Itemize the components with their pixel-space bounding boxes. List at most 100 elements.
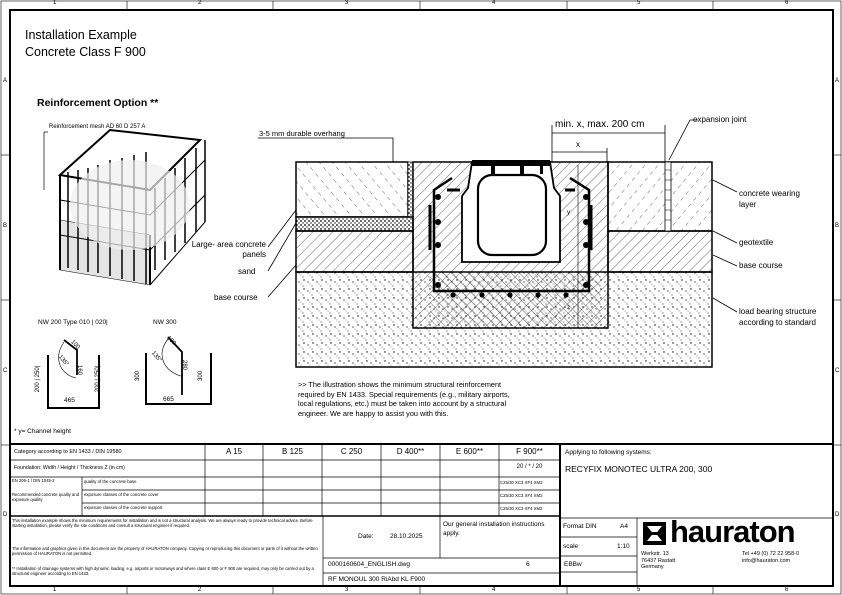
- col-label: 4: [492, 0, 496, 6]
- nw300-left: 300: [135, 370, 142, 382]
- row-label: A: [3, 78, 8, 84]
- row-label-cover: exposure classes of the concrete cover: [84, 492, 159, 497]
- col-label: 5: [637, 0, 641, 6]
- row-label: D: [835, 512, 840, 518]
- row-value-base-f900: C25/30 XC3 XF4 XM2: [500, 480, 543, 485]
- class-b125: B 125: [282, 447, 303, 456]
- category-header-label: Category according to EN 1433 / DIN 1958…: [14, 449, 122, 455]
- nw300-inner: 280: [181, 359, 188, 371]
- applicable-systems: RECYFIX MONOTEC ULTRA 200, 300: [565, 464, 713, 474]
- row-label: C: [3, 368, 8, 374]
- cross-section: [258, 119, 738, 368]
- class-e600: E 600**: [455, 447, 484, 456]
- disclaimer-2: The information and graphics given in th…: [12, 546, 318, 556]
- date-label: Date:: [358, 533, 374, 540]
- nw200-left: 200 | 250|: [35, 365, 42, 393]
- col-label: 1: [53, 0, 57, 6]
- class-d400: D 400**: [396, 447, 425, 456]
- row-label-support: exposure classes of the concrete support: [84, 505, 163, 510]
- scale-label: scale: [563, 543, 579, 550]
- drawing-code: RF MONOUL 300 RiAbd KL F900: [328, 576, 426, 583]
- row-label: B: [835, 223, 840, 229]
- structural-note: >> The illustration shows the minimum st…: [298, 380, 510, 418]
- nw200-inner: 160: [76, 364, 83, 376]
- nw200-right: 200 | 250|: [95, 365, 102, 393]
- row-value-cover-f900: C25/30 XC3 XF4 XM2: [500, 493, 543, 498]
- bar-shape-nw300: [145, 336, 212, 405]
- label-expansion-joint: expansion joint: [693, 115, 747, 124]
- format-value: A4: [620, 523, 628, 530]
- nw200-title: NW 200 Type 010 | 020|: [38, 319, 108, 326]
- nw300-right: 300: [198, 370, 205, 382]
- overhang-label: 3-5 mm durable overhang: [259, 129, 345, 138]
- format-label: Format DIN: [563, 523, 597, 530]
- foundation-label: Foundation: Width / Height / Thickness Z…: [14, 465, 125, 471]
- label-concrete-wearing-layer: concrete wearing layer: [739, 189, 800, 209]
- scale-value: 1:10: [617, 543, 630, 550]
- address-country: Germany: [641, 564, 664, 570]
- bar-shape-nw200: [47, 339, 100, 409]
- col-label: 1: [53, 587, 57, 593]
- dimension-outer: min. x, max. 200 cm: [555, 119, 645, 130]
- label-concrete-panels: Large- area concrete panels: [191, 240, 266, 259]
- row-value-support-f900: C25/30 XC3 XF4 XM2: [500, 506, 543, 511]
- row-label: A: [835, 78, 840, 84]
- hauraton-logo-icon: [643, 522, 666, 545]
- dimension-z: z: [567, 305, 570, 311]
- applying-label: Applying to following systems:: [565, 449, 652, 456]
- label-geotextile: geotextile: [739, 238, 774, 247]
- channel-height-footnote: * y= Channel height: [14, 428, 71, 435]
- nw300-bottom: 665: [163, 396, 174, 403]
- col-label: 2: [198, 0, 202, 6]
- phone: Tel +49 (0) 72 22 958-0: [742, 551, 800, 557]
- company-address: Werkstr. 13 76437 Rastatt Germany: [641, 551, 675, 571]
- row-label-base: quality of the concrete base: [84, 479, 137, 484]
- standard-label: EN 206-1 / DIN 1045-2: [12, 478, 55, 483]
- nw200-bottom: 465: [64, 397, 75, 404]
- class-c250: C 250: [340, 447, 363, 456]
- col-label: 6: [785, 0, 789, 6]
- title-line-1: Installation Example: [25, 28, 137, 42]
- date-value: 28.10.2025: [390, 533, 423, 540]
- label-base-course-left: base course: [214, 293, 258, 302]
- dimension-inner: x: [576, 140, 580, 149]
- company-logo-text: hauraton: [670, 514, 796, 549]
- row-label: D: [3, 512, 8, 518]
- reinforcement-cage-illustration: [43, 128, 206, 286]
- disclaimer-3: ** Installation of drainage systems with…: [12, 566, 314, 576]
- title-line-2: Concrete Class F 900: [25, 45, 146, 59]
- foundation-f900: 20 / * / 20: [516, 464, 543, 470]
- author: EBBw: [564, 561, 582, 568]
- email: info@hauraton.com: [742, 557, 791, 564]
- label-base-course-right: base course: [739, 261, 783, 270]
- col-label: 4: [492, 587, 496, 593]
- page-title: Installation Example Concrete Class F 90…: [25, 27, 146, 61]
- reinforcement-heading: Reinforcement Option **: [37, 97, 159, 109]
- mesh-label: Reinforcement mesh AD 60 D 257 A: [49, 124, 146, 130]
- drainage-channel: [461, 160, 561, 263]
- dimension-y: y: [567, 210, 570, 216]
- row-label: B: [3, 223, 8, 229]
- col-label: 2: [198, 587, 202, 593]
- col-label: 3: [345, 0, 349, 6]
- nw300-title: NW 300: [153, 319, 177, 326]
- company-contact: Tel +49 (0) 72 22 958-0 info@hauraton.co…: [742, 551, 799, 564]
- address-street: Werkstr. 13: [641, 551, 669, 557]
- class-a15: A 15: [225, 447, 242, 456]
- col-label: 5: [637, 587, 641, 593]
- concrete-group-label: Recommended concrete quality and exposur…: [12, 492, 80, 502]
- address-city: 76437 Rastatt: [641, 557, 676, 564]
- col-label: 3: [345, 587, 349, 593]
- disclaimer-1: This installation example shows the mini…: [12, 518, 313, 528]
- title-block: [10, 443, 833, 586]
- row-label: C: [835, 368, 840, 374]
- drawing-filename: 0000160604_ENGLISH.dwg: [328, 561, 411, 568]
- label-load-bearing: load bearing structure according to stan…: [739, 307, 817, 327]
- revision-number: 6: [526, 561, 530, 568]
- installation-instructions-note: Our general installation instructions ap…: [443, 521, 545, 537]
- col-label: 6: [785, 587, 789, 593]
- class-f900: F 900**: [516, 447, 543, 456]
- label-sand: sand: [238, 267, 256, 276]
